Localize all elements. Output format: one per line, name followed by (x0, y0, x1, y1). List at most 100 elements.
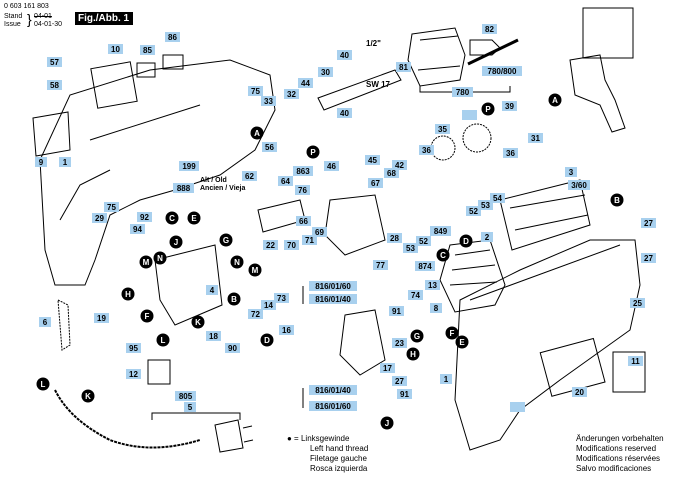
svg-text:40: 40 (340, 51, 349, 60)
part-86-plate (162, 54, 184, 70)
svg-text:36: 36 (506, 149, 515, 158)
callout-6: 6 (39, 317, 51, 327)
marker-K-bottom: K (81, 389, 95, 403)
lh-thread-de: Linksgewinde (300, 434, 350, 443)
callout-52a: 52 (466, 206, 481, 216)
svg-text:92: 92 (140, 213, 149, 222)
svg-text:67: 67 (371, 179, 380, 188)
issue-label: Issue (4, 21, 21, 28)
svg-text:9: 9 (39, 158, 44, 167)
callout-68: 68 (384, 168, 399, 178)
svg-text:780: 780 (456, 88, 470, 97)
gearbox-66 (324, 194, 386, 256)
wiring-diagram (582, 7, 634, 59)
svg-text:F: F (145, 312, 150, 321)
svg-text:58: 58 (50, 81, 59, 90)
svg-text:6: 6 (43, 318, 48, 327)
svg-text:M: M (143, 258, 150, 267)
callout-874: 874 (415, 261, 435, 271)
callout-75a: 75 (104, 202, 119, 212)
part-12 (147, 359, 171, 385)
svg-text:66: 66 (299, 217, 308, 226)
callout-81: 81 (396, 62, 411, 72)
marker-H-right: H (406, 347, 420, 361)
callout-805: 805 (175, 391, 196, 401)
callout-863: 863 (293, 166, 313, 176)
header-brace: } (27, 11, 32, 27)
callout-18: 18 (206, 331, 221, 341)
svg-text:44: 44 (301, 79, 310, 88)
svg-text:N: N (234, 258, 240, 267)
svg-text:816/01/60: 816/01/60 (315, 402, 351, 411)
svg-text:33: 33 (264, 97, 273, 106)
bracket-805 (151, 412, 241, 420)
svg-text:3: 3 (569, 168, 574, 177)
svg-text:76: 76 (298, 186, 307, 195)
callout-19: 19 (94, 313, 109, 323)
svg-text:29: 29 (95, 214, 104, 223)
part-9-shield (32, 111, 71, 157)
marker-P-right: P (481, 102, 495, 116)
svg-text:52: 52 (419, 237, 428, 246)
callout-72: 72 (248, 309, 263, 319)
svg-text:18: 18 (209, 332, 218, 341)
svg-text:91: 91 (392, 307, 401, 316)
marker-N-left: N (153, 251, 167, 265)
callout-816-01-40a: 816/01/40 (309, 294, 357, 304)
svg-text:888: 888 (177, 184, 191, 193)
callout-64: 64 (278, 176, 293, 186)
svg-text:5: 5 (188, 403, 193, 412)
marker-A-left: A (250, 126, 264, 140)
marker-E-left: E (187, 211, 201, 225)
svg-text:3/60: 3/60 (571, 181, 587, 190)
marker-E-right: E (455, 335, 469, 349)
svg-text:849: 849 (434, 227, 448, 236)
svg-text:82: 82 (485, 25, 494, 34)
power-plug (214, 419, 244, 453)
part-85-plate (136, 62, 156, 78)
callout-95: 95 (126, 343, 141, 353)
svg-text:P: P (310, 148, 316, 157)
svg-text:B: B (614, 196, 620, 205)
callout-3: 3 (565, 167, 577, 177)
svg-text:19: 19 (97, 314, 106, 323)
svg-text:A: A (254, 129, 260, 138)
svg-text:G: G (223, 236, 229, 245)
chuck-body (407, 27, 466, 87)
svg-text:94: 94 (133, 225, 142, 234)
svg-text:M: M (252, 266, 259, 275)
thread-size-label: 1/2" (366, 39, 381, 48)
callout-52b: 52 (416, 236, 431, 246)
svg-text:N: N (157, 254, 163, 263)
svg-text:91: 91 (400, 390, 409, 399)
callout-31: 31 (528, 133, 543, 143)
svg-text:86: 86 (168, 33, 177, 42)
brush-holder-16 (339, 309, 386, 376)
lh-thread-es: Rosca izquierda (310, 464, 368, 473)
callout-4: 4 (206, 285, 218, 295)
svg-text:8: 8 (434, 304, 439, 313)
part-drawings (32, 7, 646, 453)
svg-text:81: 81 (399, 63, 408, 72)
callout-62: 62 (242, 171, 257, 181)
callout-58: 58 (47, 80, 62, 90)
marker-C-left: C (165, 211, 179, 225)
svg-text:31: 31 (531, 134, 540, 143)
svg-text:1: 1 (444, 375, 449, 384)
svg-text:A: A (552, 96, 558, 105)
svg-text:4: 4 (210, 286, 215, 295)
inline-text: 1/2" SW 17 Alt / Old Ancien / Vieja (200, 39, 391, 192)
svg-text:G: G (414, 332, 420, 341)
svg-text:32: 32 (287, 90, 296, 99)
callout-44: 44 (298, 78, 313, 88)
callout-66: 66 (296, 216, 311, 226)
svg-text:B: B (231, 295, 237, 304)
svg-text:73: 73 (277, 294, 286, 303)
callout-36b: 36 (419, 145, 434, 155)
svg-text:16: 16 (282, 326, 291, 335)
motor-housing (454, 239, 641, 451)
svg-text:27: 27 (395, 377, 404, 386)
callout-14: 14 (261, 300, 276, 310)
svg-text:64: 64 (281, 177, 290, 186)
